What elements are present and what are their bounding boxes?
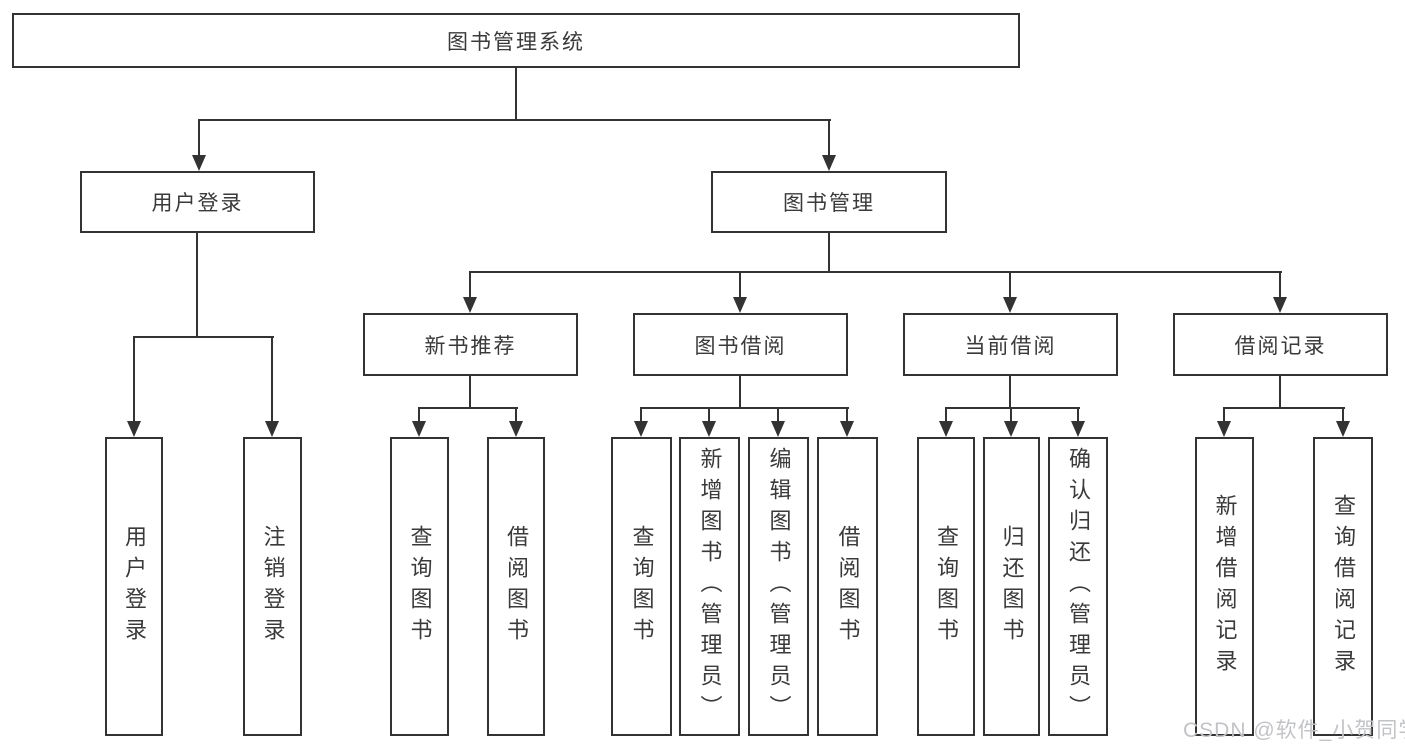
- connector-book-mgmt-hline: [469, 271, 1282, 273]
- node-book-borrowing: 图书借阅: [633, 313, 848, 376]
- arrow-down-icon: [1273, 297, 1287, 313]
- connector-current-drop-2: [1010, 409, 1012, 423]
- node-borrowing-records-label: 借阅记录: [1234, 334, 1327, 358]
- node-user-login: 用户登录: [80, 171, 315, 233]
- node-root-label: 图书管理系统: [447, 30, 585, 54]
- connector-user-login-drop-2: [271, 338, 273, 423]
- node-borrowing-records: 借阅记录: [1173, 313, 1388, 376]
- leaf-add-borrow-record-label: 新增借阅记录: [1212, 493, 1238, 680]
- leaf-edit-book-admin: 编辑图书（管理员）: [748, 437, 809, 736]
- connector-borrowing-drop-3: [777, 409, 779, 423]
- connector-book-mgmt-stem: [828, 233, 830, 273]
- leaf-return-book: 归还图书: [983, 437, 1040, 736]
- connector-borrowing-drop-1: [640, 409, 642, 423]
- arrow-down-icon: [634, 421, 648, 437]
- connector-user-login-hline: [133, 336, 274, 338]
- connector-book-mgmt-drop-3: [1009, 273, 1011, 299]
- arrow-down-icon: [1217, 421, 1231, 437]
- connector-root-hline: [198, 119, 831, 121]
- arrow-down-icon: [265, 421, 279, 437]
- node-book-management-label: 图书管理: [783, 192, 875, 215]
- connector-borrowing-hline: [640, 407, 849, 409]
- arrow-down-icon: [127, 421, 141, 437]
- node-book-management: 图书管理: [711, 171, 947, 233]
- connector-book-mgmt-drop-2: [739, 273, 741, 299]
- leaf-logout: 注销登录: [243, 437, 302, 736]
- leaf-user-login: 用户登录: [105, 437, 163, 736]
- connector-borrowing-drop-2: [708, 409, 710, 423]
- arrow-down-icon: [509, 421, 523, 437]
- arrow-down-icon: [463, 297, 477, 313]
- arrow-down-icon: [1071, 421, 1085, 437]
- leaf-borrow-books-recommend: 借阅图书: [487, 437, 545, 736]
- connector-records-drop-1: [1223, 409, 1225, 423]
- leaf-query-books-recommend-label: 查询图书: [407, 524, 433, 649]
- leaf-query-borrow-record-label: 查询借阅记录: [1331, 493, 1356, 680]
- leaf-confirm-return-admin-label: 确认归还（管理员）: [1066, 447, 1091, 726]
- leaf-query-books-current: 查询图书: [917, 437, 975, 736]
- connector-records-drop-2: [1342, 409, 1344, 423]
- connector-root-drop-left: [198, 121, 200, 157]
- connector-current-hline: [945, 407, 1080, 409]
- connector-user-login-drop-1: [133, 338, 135, 423]
- leaf-add-book-admin-label: 新增图书（管理员）: [697, 447, 723, 726]
- leaf-borrow-books: 借阅图书: [817, 437, 878, 736]
- leaf-confirm-return-admin: 确认归还（管理员）: [1048, 437, 1108, 736]
- node-current-borrowing: 当前借阅: [903, 313, 1118, 376]
- leaf-query-books-recommend: 查询图书: [390, 437, 449, 736]
- leaf-borrow-books-recommend-label: 借阅图书: [504, 524, 529, 649]
- leaf-return-book-label: 归还图书: [999, 524, 1025, 649]
- arrow-down-icon: [1003, 297, 1017, 313]
- node-current-borrowing-label: 当前借阅: [964, 334, 1057, 358]
- arrow-down-icon: [822, 155, 836, 171]
- leaf-query-books-current-label: 查询图书: [934, 524, 959, 649]
- leaf-user-login-label: 用户登录: [122, 524, 147, 649]
- arrow-down-icon: [733, 297, 747, 313]
- connector-recommend-drop-2: [515, 409, 517, 423]
- connector-current-stem: [1009, 376, 1011, 409]
- leaf-logout-label: 注销登录: [260, 524, 286, 649]
- connector-current-drop-1: [945, 409, 947, 423]
- node-root: 图书管理系统: [12, 13, 1020, 68]
- leaf-add-book-admin: 新增图书（管理员）: [679, 437, 740, 736]
- arrow-down-icon: [840, 421, 854, 437]
- connector-records-hline: [1223, 407, 1345, 409]
- leaf-borrow-books-label: 借阅图书: [835, 524, 861, 649]
- arrow-down-icon: [1004, 421, 1018, 437]
- watermark: CSDN @软件_小贺同学: [1183, 719, 1405, 742]
- connector-root-drop-right: [828, 121, 830, 157]
- connector-recommend-hline: [418, 407, 518, 409]
- node-book-borrowing-label: 图书借阅: [694, 334, 787, 358]
- arrow-down-icon: [1336, 421, 1350, 437]
- arrow-down-icon: [702, 421, 716, 437]
- connector-book-mgmt-drop-4: [1279, 273, 1281, 299]
- node-user-login-label: 用户登录: [151, 192, 244, 215]
- arrow-down-icon: [939, 421, 953, 437]
- connector-borrowing-stem: [739, 376, 741, 409]
- leaf-query-borrow-record: 查询借阅记录: [1313, 437, 1373, 736]
- connector-book-mgmt-drop-1: [469, 273, 471, 299]
- leaf-edit-book-admin-label: 编辑图书（管理员）: [766, 447, 792, 726]
- connector-records-stem: [1279, 376, 1281, 409]
- node-new-book-recommend: 新书推荐: [363, 313, 578, 376]
- connector-root-stem: [515, 68, 517, 121]
- leaf-query-books-borrowing: 查询图书: [611, 437, 672, 736]
- connector-user-login-stem: [196, 233, 198, 338]
- connector-recommend-stem: [469, 376, 471, 409]
- connector-borrowing-drop-4: [846, 409, 848, 423]
- arrow-down-icon: [192, 155, 206, 171]
- connector-recommend-drop-1: [418, 409, 420, 423]
- node-new-book-recommend-label: 新书推荐: [424, 334, 517, 358]
- arrow-down-icon: [771, 421, 785, 437]
- leaf-query-books-borrowing-label: 查询图书: [629, 524, 655, 649]
- leaf-add-borrow-record: 新增借阅记录: [1195, 437, 1254, 736]
- connector-current-drop-3: [1077, 409, 1079, 423]
- arrow-down-icon: [412, 421, 426, 437]
